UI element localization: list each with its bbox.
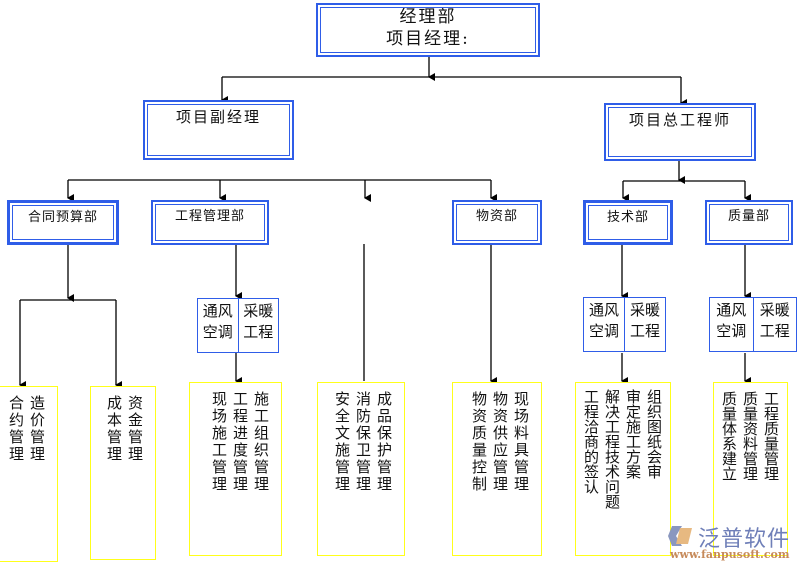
task-box-safety: 成品保护管理 消防保卫管理 安全文施管理 [317,382,405,556]
node-vice-manager: 项目副经理 [143,100,294,160]
task-box-materials: 现场料具管理 物资供应管理 物资质量控制 [452,382,542,556]
sub-unit-left: 通风 空调 [584,298,624,351]
node-label: 项目总工程师 [628,111,731,129]
task-line: 审定施工方案 [624,389,642,479]
task-text: 成品保护管理 消防保卫管理 安全文施管理 [331,391,394,493]
dept-materials: 物资部 [452,200,542,245]
task-line: 施工组织管理 [252,391,270,493]
dept-label: 工程管理部 [174,209,245,224]
task-line: 合约管理 [7,395,25,463]
task-line: 资金管理 [126,395,144,463]
task-line: 解决工程技术问题 [603,389,621,509]
task-line: 造价管理 [28,395,46,463]
task-box-technical: 组织图纸会审 审定施工方案 解决工程技术问题 工程洽商的签认 [575,382,671,556]
task-box-construction: 施工组织管理 工程进度管理 现场施工管理 [189,382,282,556]
sub-unit-hvac-quality: 通风 空调 采暖 工程 [709,297,797,352]
dept-label: 合同预算部 [27,210,98,225]
sub-unit-right: 采暖 工程 [237,299,279,352]
task-text: 施工组织管理 工程进度管理 现场施工管理 [208,391,271,493]
sub-unit-left: 通风 空调 [198,299,238,352]
task-line: 物资质量控制 [470,391,488,493]
task-line: 成本管理 [105,395,123,463]
dept-label: 质量部 [727,209,770,224]
task-text: 造价管理 合约管理 [5,395,47,463]
dept-quality: 质量部 [705,200,793,245]
watermark-url: www.fanpusoft.com [670,548,790,561]
dept-engineering-management: 工程管理部 [151,200,269,245]
watermark-logo: 泛普软件 www.fanpusoft.com [668,522,793,562]
dept-label: 物资部 [475,209,518,224]
task-line: 消防保卫管理 [354,391,372,493]
task-text: 现场料具管理 物资供应管理 物资质量控制 [468,391,531,493]
task-line: 现场施工管理 [210,391,228,493]
task-line: 成品保护管理 [375,391,393,493]
task-box-cost-contract: 造价管理 合约管理 [0,386,58,562]
root-title: 经理部 [399,7,457,27]
sub-unit-text: 通风 [716,301,747,319]
task-line: 物资供应管理 [491,391,509,493]
sub-unit-right: 采暖 工程 [752,298,797,351]
sub-unit-hvac-technical: 通风 空调 采暖 工程 [583,297,666,352]
task-line: 组织图纸会审 [645,389,663,479]
node-label: 项目副经理 [175,108,261,126]
sub-unit-right: 采暖 工程 [624,298,665,351]
task-line: 现场料具管理 [512,391,530,493]
sub-unit-text: 空调 [202,323,233,341]
sub-unit-text: 通风 [202,302,233,320]
dept-technical: 技术部 [583,200,673,245]
sub-unit-text: 工程 [759,322,790,340]
task-line: 质量体系建立 [720,391,738,481]
dept-label: 技术部 [606,210,649,225]
sub-unit-hvac-engineering: 通风 空调 采暖 工程 [197,298,279,353]
watermark-name: 泛普软件 [698,527,791,552]
task-line: 安全文施管理 [333,391,351,493]
sub-unit-left: 通风 空调 [710,298,753,351]
task-line: 质量资料管理 [741,391,759,481]
dept-contract-budget: 合同预算部 [7,200,119,245]
sub-unit-text: 工程 [243,323,274,341]
sub-unit-text: 空调 [716,322,747,340]
root-node-manager-dept: 经理部 项目经理: [316,3,540,57]
task-text: 资金管理 成本管理 [103,395,145,463]
node-chief-engineer: 项目总工程师 [604,103,756,161]
task-line: 工程质量管理 [762,391,780,481]
sub-unit-text: 采暖 [629,301,660,319]
task-text: 工程质量管理 质量资料管理 质量体系建立 [718,391,781,481]
task-box-quality: 工程质量管理 质量资料管理 质量体系建立 [713,382,788,556]
task-box-funds-cost: 资金管理 成本管理 [90,386,156,560]
task-line: 工程洽商的签认 [582,389,600,494]
root-subtitle: 项目经理: [386,29,470,49]
sub-unit-text: 空调 [588,322,619,340]
task-line: 工程进度管理 [231,391,249,493]
sub-unit-text: 采暖 [759,301,790,319]
sub-unit-text: 工程 [629,322,660,340]
sub-unit-text: 采暖 [243,302,274,320]
sub-unit-text: 通风 [588,301,619,319]
task-text: 组织图纸会审 审定施工方案 解决工程技术问题 工程洽商的签认 [580,389,664,509]
fanpu-logo-icon [668,526,692,546]
